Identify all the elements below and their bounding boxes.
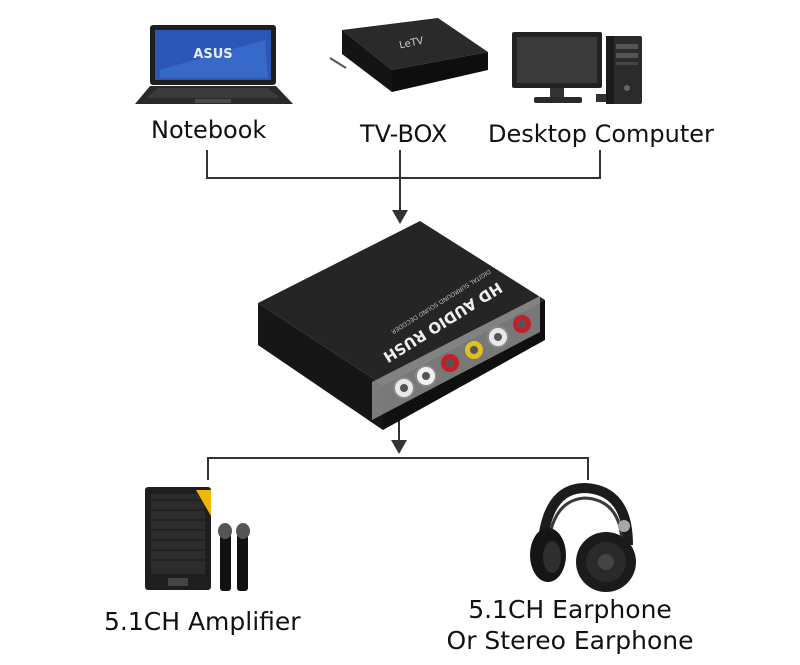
connector-lines — [206, 150, 601, 480]
earphone-label: 5.1CH Earphone Or Stereo Earphone — [420, 594, 720, 656]
notebook-label: Notebook — [151, 116, 267, 144]
earphone-label-line1: 5.1CH Earphone — [468, 595, 672, 624]
amplifier-label: 5.1CH Amplifier — [104, 607, 301, 636]
output-arrow-head — [391, 440, 407, 454]
speaker-with-microphones-icon — [145, 487, 250, 591]
headphones-icon — [530, 482, 636, 592]
tv-box-label: TV-BOX — [360, 120, 448, 148]
desktop-computer-icon — [512, 32, 642, 104]
desktop-computer-label: Desktop Computer — [488, 120, 714, 148]
output-bus-line — [207, 457, 589, 480]
tv-box-icon: LeTV — [329, 18, 488, 92]
input-arrow-head — [392, 210, 408, 224]
source-bus-line — [206, 150, 601, 179]
tv-box-brand: LeTV — [398, 36, 424, 52]
earphone-label-line2: Or Stereo Earphone — [446, 626, 694, 655]
rca-jacks — [393, 313, 533, 399]
laptop-screen-brand: ASUS — [193, 47, 232, 62]
audio-decoder-icon: HD AUDIO RUSH DIGITAL SURROUND SOUND DEC… — [258, 221, 545, 430]
laptop-icon: ASUS — [135, 25, 293, 104]
